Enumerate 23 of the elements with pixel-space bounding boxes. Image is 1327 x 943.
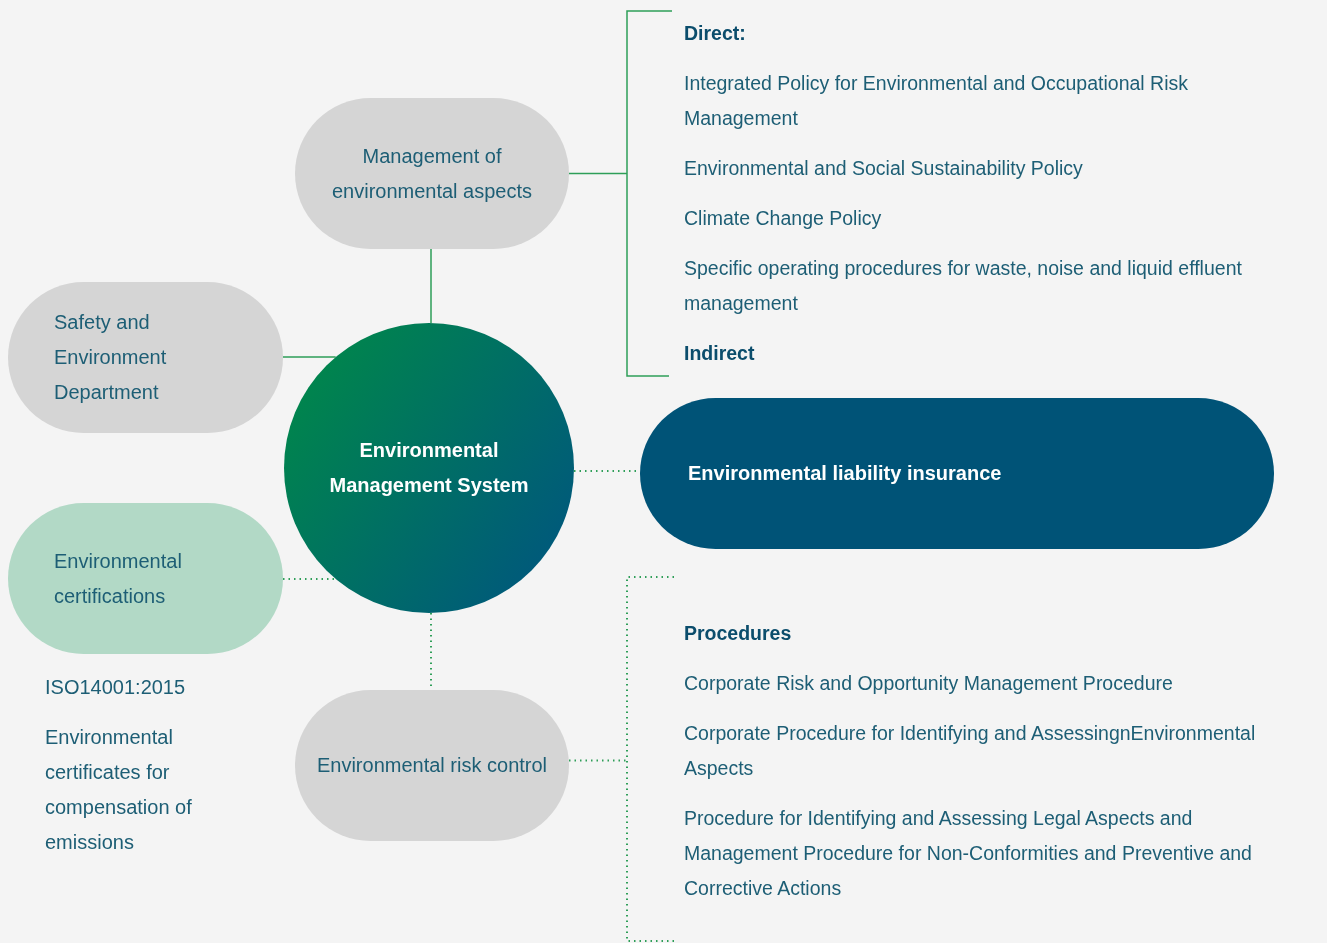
node-text: Management of environmental aspects [330,143,534,204]
connector-line [430,248,432,324]
node-text: Environmental Management System [328,438,530,498]
connector-line [568,759,628,762]
node-text: Environmental liability insurance [688,461,1003,486]
connector-line [282,578,337,580]
node-text: Integrated Policy for Environmental and Occupational Risk Management [684,71,1189,131]
connector-line [568,172,628,175]
caption-text: ISO14001:2015 [45,675,187,700]
node-text: Specific operating procedures for waste, noise and liquid effluent management [684,256,1243,316]
node-text: Environmental certifications [54,548,183,609]
node-text: Procedure for Identifying and Assessing Legal Aspects and Management Procedure for Non-Conformities and Preventive and Corrective Actions [684,806,1253,901]
node-text: Environmental risk control [315,753,549,778]
node-text: Indirect [684,341,756,366]
node-text: Environmental and Social Sustainability Policy [684,156,1084,181]
node-text: Safety and Environment Department [54,310,168,405]
caption-text: Environmental certificates for compensation of emissions [45,725,193,855]
node-text: Climate Change Policy [684,206,883,231]
connector-line [282,356,337,358]
node-text: Corporate Risk and Opportunity Management Procedure [684,671,1174,696]
node-text: Procedures [684,621,793,646]
node-text: Direct: [684,21,747,46]
node-text: Corporate Procedure for Identifying and AssessingnEnvironmental Aspects [684,721,1257,781]
